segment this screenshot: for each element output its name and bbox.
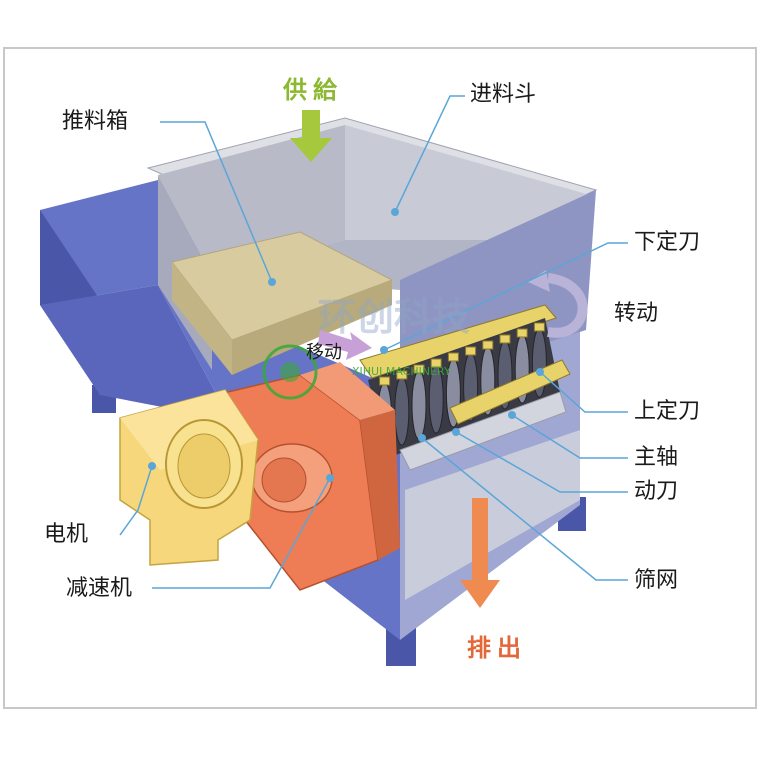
leader-reducer (152, 477, 331, 589)
leader-lines (119, 95, 628, 589)
pusher-motion-arrow (318, 330, 372, 360)
pusher-box-front (172, 262, 232, 375)
leader-main-shaft (511, 414, 628, 459)
leader-pusher-box (160, 121, 273, 283)
label-upper-fixed-knife: 上定刀 (634, 399, 701, 424)
label-inner-motion: 移动 (306, 342, 342, 363)
watermark-logo-mark (262, 344, 318, 400)
screen-mesh (399, 391, 567, 471)
motor-flange-inner (177, 433, 231, 499)
leader-screen (421, 437, 628, 581)
label-motor: 电机 (44, 522, 89, 547)
leader-moving-knife (455, 431, 628, 493)
rotor-disc (411, 370, 427, 440)
reducer-side (360, 410, 400, 560)
discharge-arrow-head (460, 580, 500, 608)
moving-knife-tooth (379, 376, 391, 386)
leader-upper-fixed-knife (539, 371, 628, 413)
leader-motor (119, 465, 153, 536)
moving-knife-tooth (482, 340, 494, 350)
label-moving-knife: 动刀 (634, 479, 679, 504)
interior-floor (405, 430, 580, 600)
moving-knife-tooth (533, 322, 545, 332)
leader-dots (148, 208, 544, 482)
watermark-cn: 环创科技 (318, 295, 471, 339)
lower-fixed-knife-bar (359, 304, 557, 379)
watermark-logo-center (280, 362, 300, 382)
discharge-arrow-shaft (472, 498, 488, 580)
hopper-back-wall (345, 125, 590, 240)
watermark-en: XIHUI MACHINERY (352, 365, 451, 378)
label-main-shaft: 主轴 (634, 445, 679, 470)
reducer-top (300, 362, 395, 420)
label-pusher-box: 推料箱 (62, 109, 129, 134)
rotor-disc (394, 376, 410, 446)
moving-knife-tooth (447, 352, 459, 362)
label-discharge: 排出 (467, 634, 527, 662)
moving-knife-tooth (516, 328, 528, 338)
leader-hopper (394, 95, 465, 213)
supply-arrow-shaft (302, 110, 320, 138)
moving-knife-tooth (413, 364, 425, 374)
moving-knife-tooth (396, 370, 408, 380)
label-reducer: 减速机 (66, 576, 133, 601)
supply-arrow-head (290, 138, 332, 162)
label-supply: 供給 (283, 76, 343, 104)
rotation-arrow (547, 273, 588, 338)
leader-lower-fixed-knife (383, 242, 628, 351)
label-lower-fixed-knife: 下定刀 (634, 230, 701, 255)
rotation-arrow-head (528, 270, 550, 292)
label-screen: 筛网 (634, 568, 679, 593)
reducer-hub-center (261, 457, 307, 503)
label-rotation: 转动 (614, 301, 659, 326)
pusher-housing-bottom (40, 285, 230, 420)
moving-knife-tooth (465, 346, 477, 356)
moving-knife-tooth (430, 358, 442, 368)
moving-knife-tooth (499, 334, 511, 344)
label-hopper: 进料斗 (470, 82, 537, 107)
